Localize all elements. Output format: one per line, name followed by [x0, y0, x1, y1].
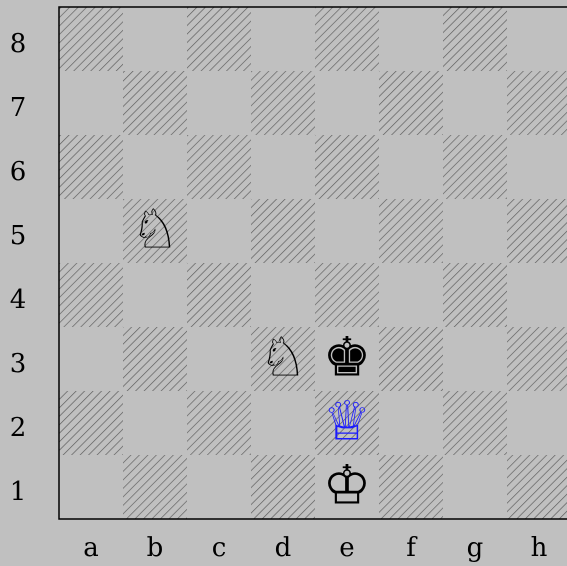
rank-label-4: 4	[3, 285, 33, 315]
square-c8	[187, 7, 251, 71]
square-h1	[507, 455, 567, 519]
square-a3	[59, 327, 123, 391]
square-h3	[507, 327, 567, 391]
square-e7	[315, 71, 379, 135]
white-queen-e2: ♕	[323, 390, 371, 453]
file-label-b: b	[140, 533, 170, 563]
rank-label-3: 3	[3, 349, 33, 379]
square-d4	[251, 263, 315, 327]
square-g8	[443, 7, 507, 71]
square-f4	[379, 263, 443, 327]
black-king-e3: ♚	[323, 326, 371, 389]
rank-label-5: 5	[3, 221, 33, 251]
square-c7	[187, 71, 251, 135]
file-label-d: d	[268, 533, 298, 563]
square-c2	[187, 391, 251, 455]
square-f1	[379, 455, 443, 519]
white-king-e1: ♔	[323, 454, 371, 517]
square-f2	[379, 391, 443, 455]
square-c5	[187, 199, 251, 263]
square-g4	[443, 263, 507, 327]
square-a4	[59, 263, 123, 327]
square-c1	[187, 455, 251, 519]
square-h2	[507, 391, 567, 455]
file-label-g: g	[460, 533, 490, 563]
square-h8	[507, 7, 567, 71]
rank-label-1: 1	[3, 477, 33, 507]
square-d8	[251, 7, 315, 71]
square-c4	[187, 263, 251, 327]
square-g6	[443, 135, 507, 199]
square-b1	[123, 455, 187, 519]
square-a7	[59, 71, 123, 135]
file-label-e: e	[332, 533, 362, 563]
square-h5	[507, 199, 567, 263]
square-g7	[443, 71, 507, 135]
rank-label-8: 8	[3, 29, 33, 59]
square-a8	[59, 7, 123, 71]
square-g2	[443, 391, 507, 455]
square-e8	[315, 7, 379, 71]
square-d6	[251, 135, 315, 199]
square-b7	[123, 71, 187, 135]
square-e4	[315, 263, 379, 327]
square-b4	[123, 263, 187, 327]
square-e5	[315, 199, 379, 263]
square-d7	[251, 71, 315, 135]
file-label-c: c	[204, 533, 234, 563]
white-knight-b5: ♘	[131, 198, 179, 261]
square-f3	[379, 327, 443, 391]
square-e6	[315, 135, 379, 199]
square-h4	[507, 263, 567, 327]
square-b2	[123, 391, 187, 455]
square-c6	[187, 135, 251, 199]
square-a1	[59, 455, 123, 519]
square-f6	[379, 135, 443, 199]
white-knight-d3: ♘	[259, 326, 307, 389]
file-label-f: f	[396, 533, 426, 563]
rank-label-6: 6	[3, 157, 33, 187]
file-label-a: a	[76, 533, 106, 563]
square-g5	[443, 199, 507, 263]
square-f8	[379, 7, 443, 71]
square-g3	[443, 327, 507, 391]
square-h6	[507, 135, 567, 199]
square-d2	[251, 391, 315, 455]
square-d1	[251, 455, 315, 519]
square-d5	[251, 199, 315, 263]
square-b3	[123, 327, 187, 391]
square-a2	[59, 391, 123, 455]
square-f7	[379, 71, 443, 135]
square-b6	[123, 135, 187, 199]
square-b8	[123, 7, 187, 71]
file-label-h: h	[524, 533, 554, 563]
rank-label-2: 2	[3, 413, 33, 443]
square-a5	[59, 199, 123, 263]
square-f5	[379, 199, 443, 263]
square-c3	[187, 327, 251, 391]
square-a6	[59, 135, 123, 199]
rank-label-7: 7	[3, 93, 33, 123]
square-h7	[507, 71, 567, 135]
square-g1	[443, 455, 507, 519]
